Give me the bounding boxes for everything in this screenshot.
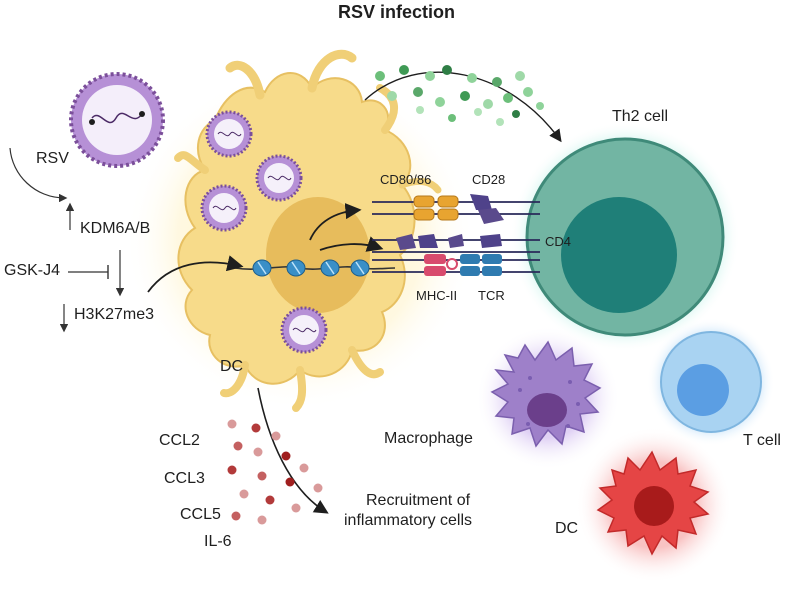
ccl3-label: CCL3 — [164, 470, 205, 487]
th2-cell — [510, 122, 740, 352]
gsk-j4-label: GSK-J4 — [4, 262, 61, 279]
cd80-86-label: CD80/86 — [380, 172, 432, 187]
il6-label: IL-6 — [204, 533, 232, 550]
rsv-virus-2 — [255, 154, 303, 202]
tcr-receptor — [460, 254, 502, 276]
cd80-86-receptor — [413, 195, 459, 221]
rsv-virus-large — [69, 72, 165, 168]
th2-cell-label: Th2 cell — [612, 108, 669, 125]
rsv-virus-4 — [280, 306, 328, 354]
rsv-virus-1 — [205, 110, 253, 158]
cd4-receptor — [396, 234, 502, 250]
arrow-to-cd80 — [309, 203, 362, 241]
red-cytokines — [227, 419, 323, 525]
tcr-label: TCR — [478, 288, 505, 303]
ccl2-label: CCL2 — [159, 432, 200, 449]
dendritic-cell-red — [576, 427, 732, 583]
h3k27me3-label: H3K27me3 — [74, 306, 155, 323]
cd4-label: CD4 — [545, 234, 572, 249]
cd28-label: CD28 — [472, 172, 506, 187]
t-cell-label: T cell — [743, 432, 781, 449]
arrow-h3k-to-chromatin — [147, 255, 244, 293]
macrophage-label: Macrophage — [384, 430, 473, 447]
rsv-label: RSV — [36, 150, 69, 167]
arrow-rsv-to-kdm — [9, 147, 68, 203]
rsv-virus-3 — [200, 184, 248, 232]
macrophage-cell — [476, 326, 620, 470]
mhc-ii-receptor — [424, 254, 458, 276]
t-cell — [647, 318, 775, 446]
ccl5-label: CCL5 — [180, 506, 221, 523]
dc-main-label: DC — [220, 358, 244, 375]
arrow-to-mhc — [319, 236, 384, 252]
kdm6ab-label: KDM6A/B — [80, 220, 151, 237]
mhc-ii-label: MHC-II — [416, 288, 458, 303]
recruitment-line1: Recruitment of — [366, 492, 471, 509]
chromatin-strand — [234, 259, 396, 277]
diagram-title: RSV infection — [338, 2, 456, 22]
recruitment-line2: inflammatory cells — [344, 512, 473, 529]
cd28-receptor — [470, 194, 504, 224]
arrow-recruitment — [257, 387, 329, 514]
green-cytokines — [375, 65, 544, 126]
arrow-to-th2 — [364, 71, 562, 143]
dc-red-label: DC — [555, 520, 579, 537]
